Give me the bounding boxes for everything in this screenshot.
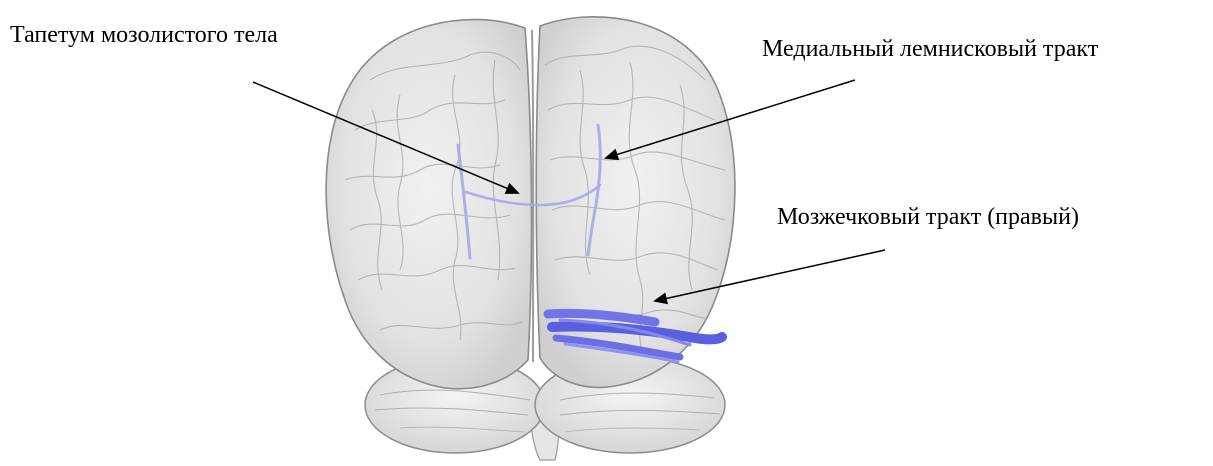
brain — [326, 17, 735, 460]
medial-lemniscus-label: Медиальный лемнисковый тракт — [762, 37, 1098, 61]
left-hemisphere — [326, 20, 531, 389]
tapetum-label: Тапетум мозолистого тела — [10, 23, 278, 47]
cerebellar-tract-label: Мозжечковый тракт (правый) — [777, 205, 1079, 229]
